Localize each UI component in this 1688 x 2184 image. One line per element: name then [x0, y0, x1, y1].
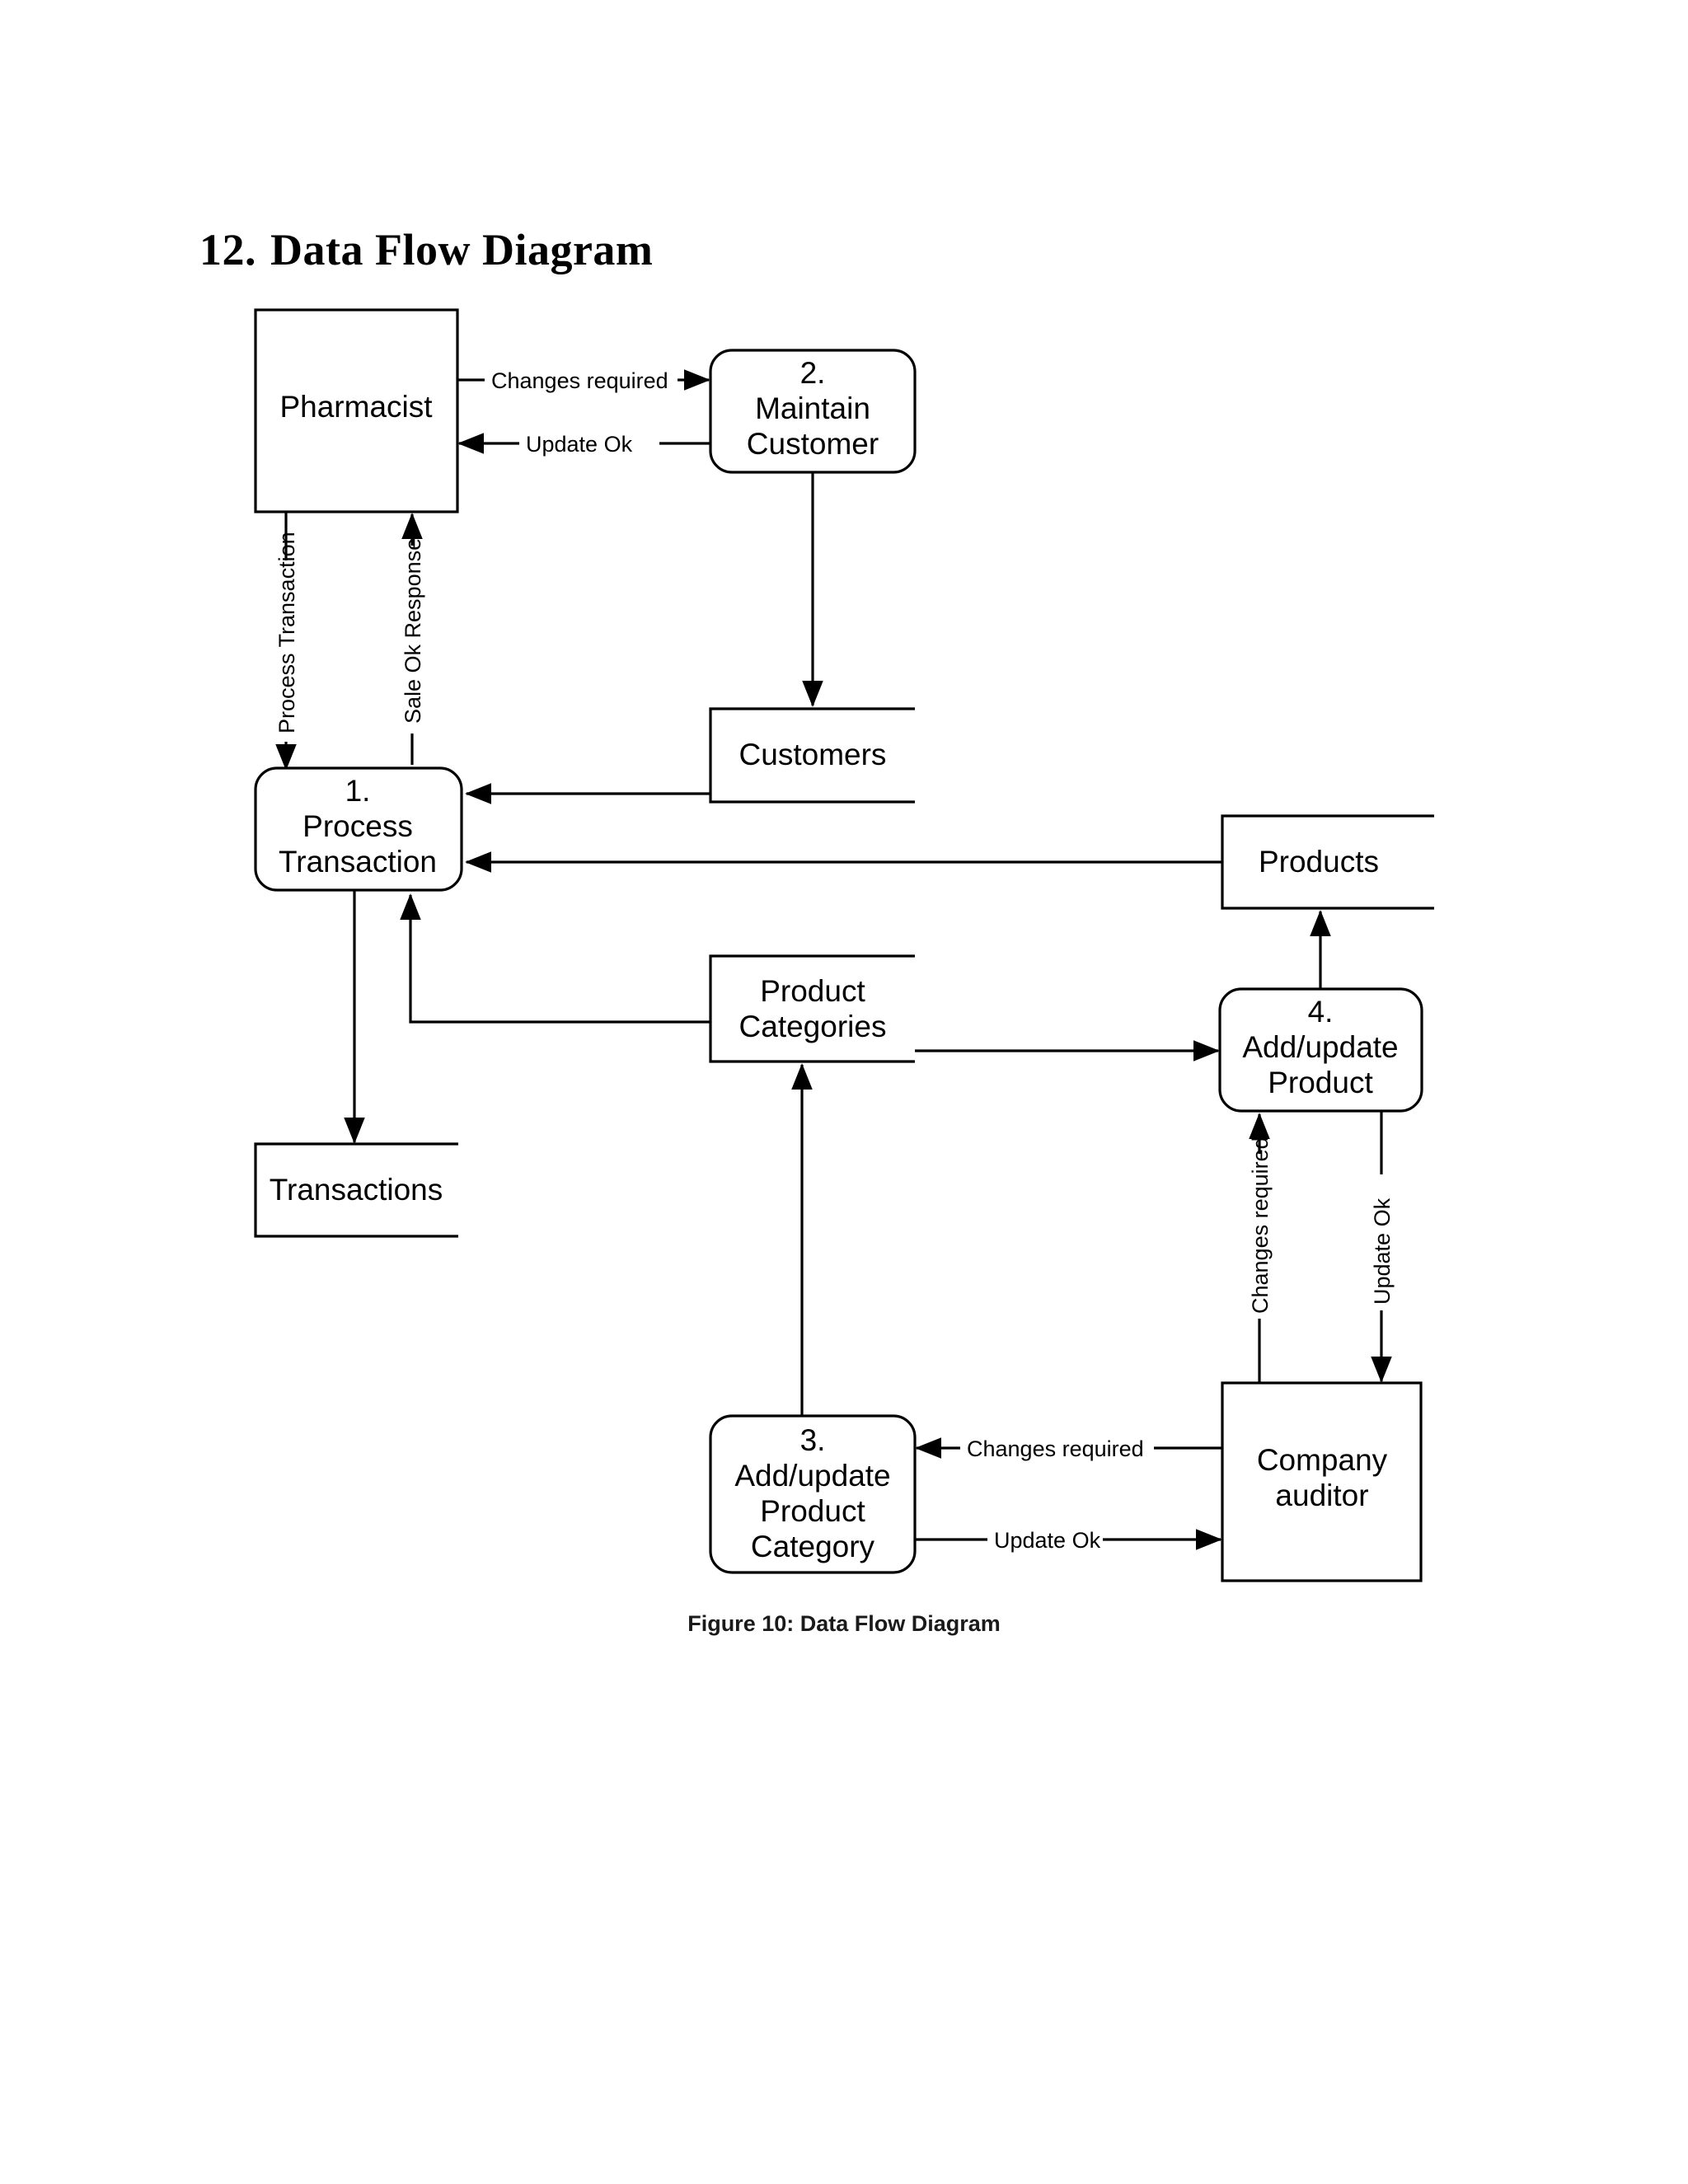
flow-categories-process1 — [400, 893, 710, 1024]
figure-caption: Figure 10: Data Flow Diagram — [687, 1611, 1001, 1636]
store-transactions-label: Transactions — [270, 1173, 443, 1207]
flow-changes-required-right: Changes required — [1248, 1113, 1273, 1383]
flow-process-transaction: Process Transaction — [274, 512, 299, 771]
entity-pharmacist: Pharmacist — [254, 308, 459, 513]
process-4-label-line1: Add/update — [1242, 1030, 1398, 1064]
entity-company-auditor-label-line1: Company — [1257, 1443, 1388, 1477]
process-2-label-line2: Customer — [747, 427, 879, 461]
process-4-add-update-product: 4. Add/update Product — [1218, 987, 1423, 1113]
process-1-label-line1: Process — [302, 809, 413, 843]
process-1-number: 1. — [345, 774, 371, 808]
flow-update-ok-right: Update Ok — [1370, 1111, 1395, 1383]
process-3-number: 3. — [800, 1423, 826, 1457]
flow-update-ok-bottom: Update Ok — [915, 1528, 1222, 1553]
flow-update-ok-bottom-label: Update Ok — [994, 1528, 1101, 1553]
store-product-categories-label-line2: Categories — [739, 1010, 887, 1043]
process-3-add-update-product-category: 3. Add/update Product Category — [709, 1414, 917, 1574]
store-products-label: Products — [1259, 845, 1379, 879]
flow-process-transaction-label: Process Transaction — [274, 532, 299, 733]
flow-update-ok-top-label: Update Ok — [526, 432, 633, 457]
flow-changes-required-top-label: Changes required — [491, 368, 668, 393]
flow-changes-required-top: Changes required — [457, 368, 710, 393]
store-product-categories-label-line1: Product — [760, 974, 865, 1008]
store-product-categories: Product Categories — [709, 954, 915, 1063]
process-2-number: 2. — [800, 356, 826, 390]
flow-sale-ok-response: Sale Ok Response — [401, 513, 425, 765]
process-3-label-line3: Category — [751, 1530, 875, 1563]
flow-update-ok-right-label: Update Ok — [1370, 1197, 1395, 1305]
process-3-label-line2: Product — [760, 1494, 865, 1528]
entity-company-auditor-label-line2: auditor — [1275, 1479, 1368, 1512]
page-title: 12. Data Flow Diagram — [199, 224, 653, 275]
flow-update-ok-top: Update Ok — [457, 432, 710, 457]
store-products: Products — [1221, 814, 1434, 910]
entity-pharmacist-label: Pharmacist — [279, 390, 433, 424]
flow-sale-ok-response-label: Sale Ok Response — [401, 538, 425, 724]
process-1-label-line2: Transaction — [279, 845, 437, 879]
process-2-maintain-customer: 2. Maintain Customer — [709, 349, 917, 474]
heading-text: Data Flow Diagram — [270, 225, 654, 274]
store-transactions: Transactions — [254, 1142, 458, 1238]
flow-changes-required-bottom-label: Changes required — [967, 1436, 1144, 1461]
process-1-process-transaction: 1. Process Transaction — [254, 766, 463, 892]
store-customers: Customers — [709, 707, 915, 804]
flow-changes-required-right-label: Changes required — [1248, 1137, 1273, 1314]
process-2-label-line1: Maintain — [755, 391, 870, 425]
process-3-label-line1: Add/update — [734, 1459, 890, 1493]
flow-changes-required-bottom: Changes required — [915, 1436, 1222, 1461]
process-4-number: 4. — [1308, 995, 1334, 1029]
store-customers-label: Customers — [739, 738, 887, 771]
entity-company-auditor: Company auditor — [1221, 1381, 1423, 1582]
heading-number: 12. — [199, 225, 256, 274]
process-4-label-line2: Product — [1268, 1066, 1373, 1099]
